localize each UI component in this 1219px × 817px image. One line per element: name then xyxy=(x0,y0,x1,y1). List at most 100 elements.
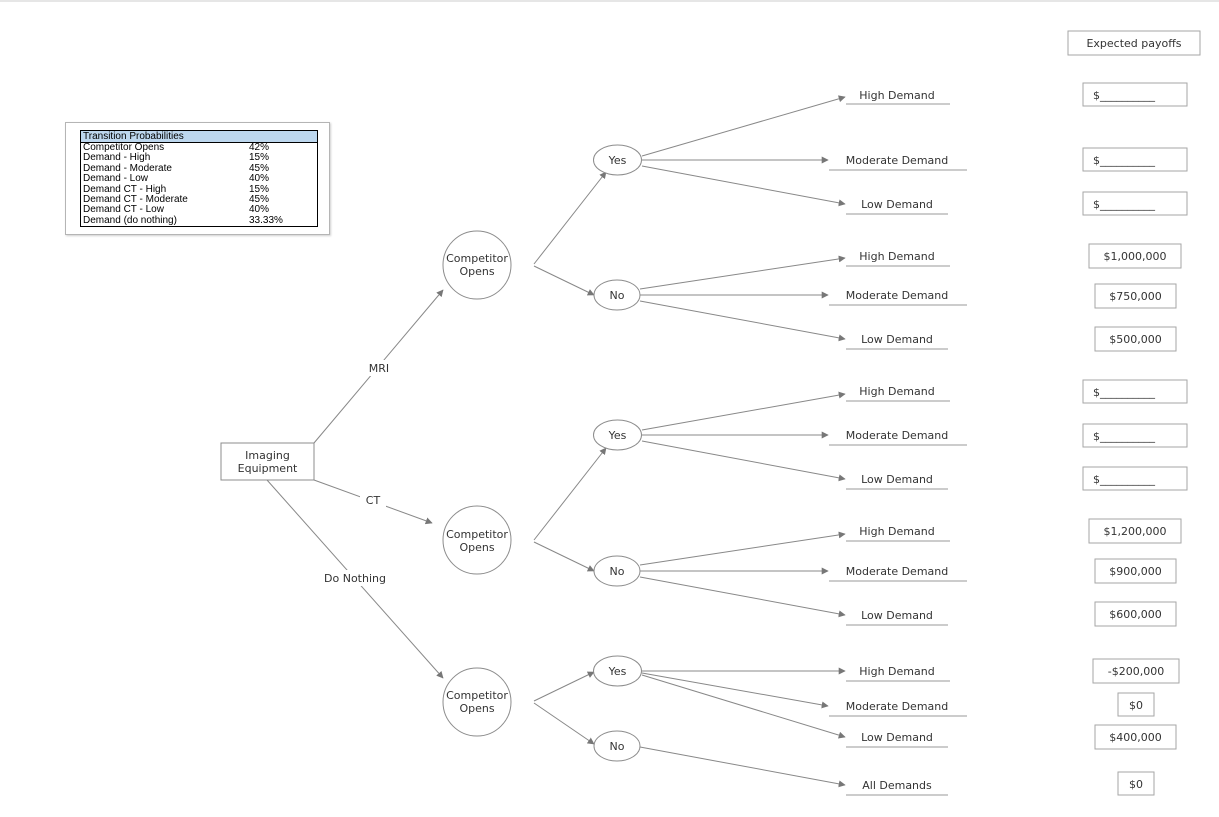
chance-node-do-nothing: Competitor Opens xyxy=(442,667,512,737)
row-value: 45% xyxy=(249,162,270,174)
svg-text:Moderate Demand: Moderate Demand xyxy=(846,429,948,442)
svg-text:No: No xyxy=(610,740,625,753)
outcome-label-high: High Demand xyxy=(846,250,950,267)
outcome-label-high: High Demand xyxy=(846,525,950,542)
table-row: Demand (do nothing) 33.33% xyxy=(81,214,317,226)
table-row: Competitor Opens 42% xyxy=(81,142,317,153)
outcome-edges xyxy=(639,95,846,788)
outcome-label-all: All Demands xyxy=(846,779,948,796)
svg-text:Low Demand: Low Demand xyxy=(861,198,933,211)
outcome-label-moderate: Moderate Demand xyxy=(829,700,967,717)
outcome-label-high: High Demand xyxy=(846,89,950,105)
svg-text:$__________: $__________ xyxy=(1093,386,1155,399)
svg-text:No: No xyxy=(610,565,625,578)
outcome-label-low: Low Demand xyxy=(846,473,948,490)
svg-text:Low Demand: Low Demand xyxy=(861,731,933,744)
svg-text:Moderate Demand: Moderate Demand xyxy=(846,289,948,302)
svg-text:High Demand: High Demand xyxy=(859,385,934,398)
payoff-box: $__________ xyxy=(1082,147,1188,172)
svg-text:High Demand: High Demand xyxy=(859,250,934,263)
svg-text:Low Demand: Low Demand xyxy=(861,609,933,622)
root-decision-node: Imaging Equipment xyxy=(220,442,315,481)
payoff-box: $__________ xyxy=(1082,191,1188,216)
svg-text:Competitor: Competitor xyxy=(446,528,508,541)
row-label: Demand (do nothing) xyxy=(83,214,177,226)
svg-text:Low Demand: Low Demand xyxy=(861,333,933,346)
row-label: Competitor Opens xyxy=(83,142,165,153)
dn-no-node xyxy=(593,730,641,762)
payoff-box: $900,000 xyxy=(1094,558,1177,584)
svg-text:Competitor: Competitor xyxy=(446,252,508,265)
row-value: 15% xyxy=(249,183,270,195)
chance-node-ct: Competitor Opens xyxy=(442,505,512,575)
transition-probabilities-table: Transition Probabilities Competitor Open… xyxy=(80,130,318,228)
payoff-box: $__________ xyxy=(1082,82,1188,107)
svg-text:$__________: $__________ xyxy=(1093,473,1155,486)
svg-text:Equipment: Equipment xyxy=(238,462,298,475)
row-value: 33.33% xyxy=(249,214,283,226)
chance-edges xyxy=(533,171,607,745)
outcome-label-moderate: Moderate Demand xyxy=(829,289,967,306)
svg-text:Expected payoffs: Expected payoffs xyxy=(1086,37,1181,50)
svg-text:High Demand: High Demand xyxy=(859,525,934,538)
svg-text:$1,200,000: $1,200,000 xyxy=(1104,525,1167,538)
outcome-label-moderate: Moderate Demand xyxy=(829,429,967,446)
payoff-box: $0 xyxy=(1117,771,1155,796)
svg-text:Yes: Yes xyxy=(608,154,627,167)
row-label: Demand CT - Low xyxy=(83,204,164,216)
row-value: 45% xyxy=(249,194,270,206)
svg-text:$0: $0 xyxy=(1129,778,1143,791)
do-nothing-label: Do Nothing xyxy=(324,572,386,585)
svg-text:$__________: $__________ xyxy=(1093,89,1155,102)
outcome-label-low: Low Demand xyxy=(846,731,948,748)
payoff-box: -$200,000 xyxy=(1092,658,1180,684)
row-value: 40% xyxy=(249,204,270,216)
svg-text:Opens: Opens xyxy=(459,702,494,715)
row-label: Demand - Low xyxy=(83,173,149,185)
table-row: Demand CT - Low 40% xyxy=(81,204,317,216)
row-value: 42% xyxy=(249,142,270,153)
svg-text:Moderate Demand: Moderate Demand xyxy=(846,700,948,713)
svg-text:$750,000: $750,000 xyxy=(1109,290,1162,303)
outcome-label-high: High Demand xyxy=(846,665,950,682)
svg-text:$__________: $__________ xyxy=(1093,198,1155,211)
svg-text:Opens: Opens xyxy=(459,265,494,278)
svg-text:Moderate Demand: Moderate Demand xyxy=(846,154,948,167)
row-value: 15% xyxy=(249,152,270,164)
payoff-box: $1,000,000 xyxy=(1088,243,1182,269)
svg-text:$500,000: $500,000 xyxy=(1109,333,1162,346)
svg-text:Imaging: Imaging xyxy=(245,449,290,462)
top-border xyxy=(0,0,1219,2)
outcome-label-moderate: Moderate Demand xyxy=(829,565,967,582)
row-label: Demand - Moderate xyxy=(83,162,172,174)
decision-labels: MRI CT Do Nothing xyxy=(312,360,398,586)
svg-text:Opens: Opens xyxy=(459,541,494,554)
payoff-boxes: $__________ $__________ $__________ $1,0… xyxy=(1082,82,1188,796)
mri-label: MRI xyxy=(369,362,389,375)
outcome-label-low: Low Demand xyxy=(846,333,948,350)
payoff-box: $__________ xyxy=(1082,379,1188,404)
decision-branches xyxy=(266,289,444,679)
payoff-box: $1,200,000 xyxy=(1088,518,1182,544)
payoff-box: $500,000 xyxy=(1094,326,1177,352)
outcome-label-high: High Demand xyxy=(846,385,950,402)
svg-text:$400,000: $400,000 xyxy=(1109,731,1162,744)
ct-no-node xyxy=(593,555,641,587)
mri-yes-node xyxy=(593,144,642,176)
expected-payoffs-header: Expected payoffs xyxy=(1067,30,1201,56)
mri-no-node xyxy=(593,279,641,311)
payoff-box: $__________ xyxy=(1082,466,1188,491)
outcome-label-low: Low Demand xyxy=(846,609,948,626)
table-row: Demand - Moderate 45% xyxy=(81,162,317,174)
svg-text:$900,000: $900,000 xyxy=(1109,565,1162,578)
chance-node-mri: Competitor Opens xyxy=(442,230,512,300)
svg-text:High Demand: High Demand xyxy=(859,665,934,678)
outcome-label-moderate: Moderate Demand xyxy=(829,154,967,171)
svg-text:Moderate Demand: Moderate Demand xyxy=(846,565,948,578)
svg-text:$0: $0 xyxy=(1129,699,1143,712)
payoff-box: $400,000 xyxy=(1094,724,1177,750)
